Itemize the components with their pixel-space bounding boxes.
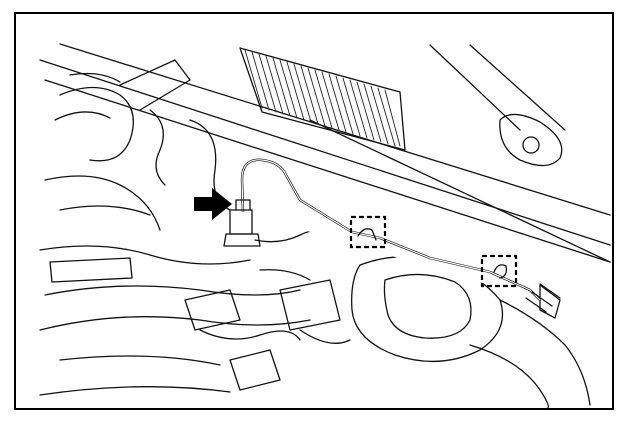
clamp-highlight-2: [480, 254, 518, 288]
vacuum-hose: [240, 158, 561, 313]
diagram-border: [14, 12, 614, 410]
engine-bay-linework: [39, 43, 611, 409]
hose-connector: [223, 199, 261, 247]
clamp-highlight-1: [349, 215, 387, 249]
arrow-right-icon: [194, 188, 232, 220]
